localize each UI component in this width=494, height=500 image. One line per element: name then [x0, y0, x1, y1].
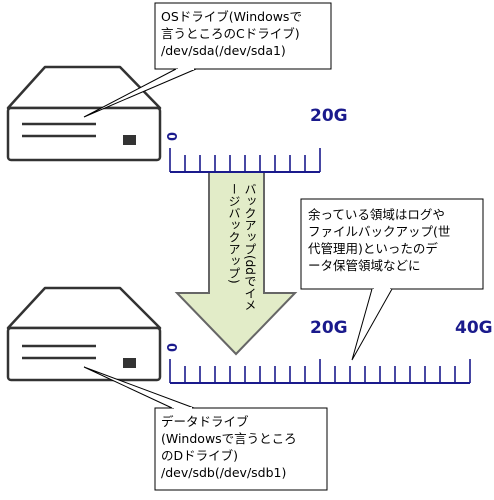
os-drive-callout — [83, 2, 332, 118]
data-scale-end-label: 40G — [455, 318, 493, 338]
os-scale-end-label: 20G — [310, 106, 348, 126]
data-scale-mid-label: 20G — [310, 318, 348, 338]
data-scale-start-label: 0 — [166, 343, 181, 352]
data-drive-capacity-scale — [169, 359, 471, 384]
os-scale-start-label: 0 — [166, 132, 181, 141]
backup-arrow — [174, 171, 298, 356]
data-drive-icon — [6, 286, 162, 382]
data-drive-callout-text: データドライブ (Windowsで言うところ のDドライブ) /dev/sdb(… — [161, 414, 297, 480]
os-drive-callout-text: OSドライブ(Windowsで 言うところのCドライブ) /dev/sda(/d… — [161, 9, 302, 58]
backup-arrow-label: バックアップ(ddでイメ ージバックアップ) — [227, 183, 257, 311]
data-drive-callout — [83, 366, 328, 491]
os-drive-icon — [6, 65, 162, 162]
free-area-callout — [300, 198, 484, 361]
free-area-callout-text: 余っている領域はログや ファイルバックアップ(世 代管理用)といったのデ ータ保… — [308, 207, 451, 273]
os-drive-capacity-scale — [169, 148, 321, 173]
